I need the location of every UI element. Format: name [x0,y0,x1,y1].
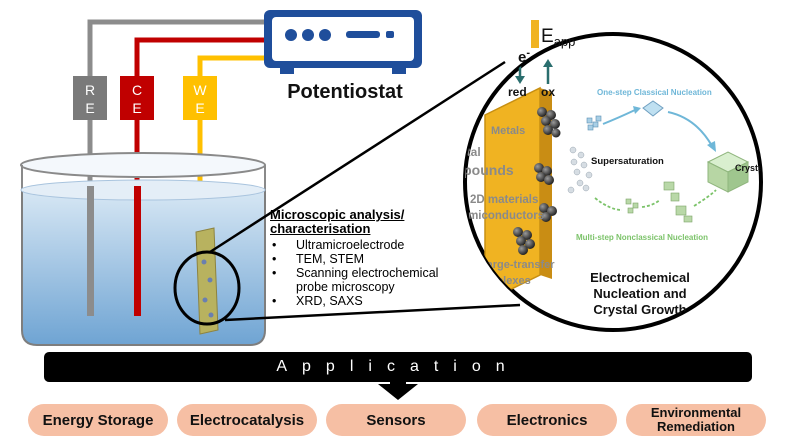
crystal-label: Crystal [735,163,766,173]
caption-line-1: Electrochemical [590,270,690,285]
crystal-cube [706,151,750,193]
application-last-line-1: Environmental [650,405,742,420]
ce-rod [134,186,141,316]
application-down-arrow [378,384,418,400]
analysis-item: Ultramicroelectrode [270,238,470,252]
one-step-cluster [586,115,602,131]
application-electrocatalysis: Electrocatalysis [177,404,317,436]
re-letter-2: E [85,100,94,116]
ce-label: C E [120,76,154,120]
beaker-rim [20,152,266,178]
knob-2 [302,29,314,41]
potentiostat-label: Potentiostat [287,81,403,103]
analysis-block: Microscopic analysis/ characterisation U… [270,207,470,309]
application-last-line-2: Remediation [656,419,735,434]
analysis-item: XRD, SAXS [270,294,470,308]
one-step-label: One-step Classical Nucleation [597,88,712,97]
material-metal: Metal [450,145,481,159]
material-metals: Metals [491,125,525,137]
one-step-arrow-2 [667,111,713,147]
one-step-arrow-1 [602,109,636,125]
ce-letter-2: E [132,100,141,116]
application-energy-storage: Energy Storage [28,404,168,436]
caption-line-3: Crystal Growth [593,302,686,317]
material-compounds: Compounds [432,162,514,178]
display-slot [346,31,380,38]
re-label: R E [73,76,107,120]
ce-letter-1: C [132,82,142,98]
water-surface [20,179,266,201]
we-strip-dots [201,259,214,318]
supersaturation-label: Supersaturation [591,156,664,167]
magnifier-ring [173,250,241,326]
application-sensors: Sensors [326,404,466,436]
red-label: red [508,85,527,99]
multi-step-arrow-3 [693,189,717,207]
ox-arrowhead [543,59,553,67]
application-bar: Application [44,352,752,382]
re-rod [87,186,94,316]
dot-slot [386,31,394,38]
application-environmental-remediation: Environmental Remediation [626,404,766,436]
we-letter-2: E [195,100,204,116]
analysis-title-1: Microscopic analysis/ [270,207,405,222]
caption-line-2: Nucleation and [593,286,686,301]
material-semiconductors: Semiconductors [454,210,544,222]
potentiostat-device [264,10,422,74]
knob-1 [285,29,297,41]
analysis-title-2: characterisation [270,221,371,236]
multi-step-arrow-1 [594,197,623,211]
knob-3 [319,29,331,41]
we-letter-1: W [193,82,207,98]
one-step-crystal-small [642,100,664,117]
material-charge-transfer: Charge-transfer [472,259,555,271]
analysis-item: TEM, STEM [270,252,470,266]
ox-label: ox [541,85,555,99]
particle-clusters [513,107,561,255]
zoom-line-top [209,60,506,254]
re-letter-1: R [85,82,95,98]
material-2d: 2D materials [470,194,538,206]
red-arrowhead [515,76,525,84]
eapp-label: Eapp [541,26,575,49]
multi-step-label: Multi-step Nonclassical Nucleation [576,233,708,242]
multi-step-clusters [625,181,693,223]
solute-particles [567,146,593,194]
multi-step-arrow-2 [641,199,661,208]
analysis-item: Scanning electrochemical probe microscop… [270,266,470,294]
electron-label: e- [518,47,530,66]
application-electronics: Electronics [477,404,617,436]
we-strip [195,227,219,335]
we-label: W E [183,76,217,120]
analysis-list: Ultramicroelectrode TEM, STEM Scanning e… [270,238,470,308]
zoom-line-bottom [224,303,521,322]
